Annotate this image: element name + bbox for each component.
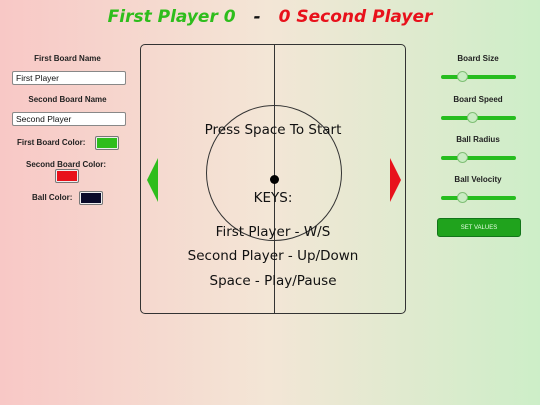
- slider-thumb[interactable]: [457, 192, 468, 203]
- key-first-player: First Player - W/S: [215, 224, 331, 240]
- second-board-name-input[interactable]: [12, 112, 126, 126]
- slider-track: [441, 156, 516, 160]
- start-prompt: Press Space To Start: [204, 122, 342, 138]
- second-player-score: 0 Second Player: [278, 7, 433, 27]
- score-separator: -: [253, 7, 261, 27]
- ball-velocity-label: Ball Velocity: [454, 175, 502, 184]
- second-board-name-label: Second Board Name: [28, 95, 107, 104]
- keys-title: KEYS:: [253, 190, 293, 206]
- key-second-player: Second Player - Up/Down: [187, 248, 359, 264]
- slider-track: [441, 196, 516, 200]
- center-circle: [206, 105, 342, 241]
- slider-thumb[interactable]: [457, 152, 468, 163]
- first-board-name-input[interactable]: [12, 71, 126, 85]
- slider-thumb[interactable]: [457, 71, 468, 82]
- second-board-color-label: Second Board Color:: [25, 160, 106, 169]
- first-board-color-label: First Board Color:: [17, 138, 86, 147]
- board-speed-label: Board Speed: [453, 95, 503, 104]
- board-speed-slider[interactable]: [441, 112, 516, 123]
- ball-color-label: Ball Color:: [32, 193, 73, 202]
- ball: [270, 175, 279, 184]
- left-paddle: [147, 158, 158, 202]
- second-board-color-picker[interactable]: [55, 169, 79, 183]
- slider-track: [441, 116, 516, 120]
- score-header: First Player 0-0 Second Player: [0, 6, 540, 28]
- set-values-button[interactable]: SET VALUES: [437, 218, 521, 237]
- ball-velocity-slider[interactable]: [441, 192, 516, 203]
- key-space: Space - Play/Pause: [209, 273, 337, 289]
- slider-track: [441, 75, 516, 79]
- board-size-label: Board Size: [457, 54, 499, 63]
- first-board-color-picker[interactable]: [95, 136, 119, 150]
- second-board-color-swatch: [57, 171, 77, 181]
- board-size-slider[interactable]: [441, 71, 516, 82]
- ball-radius-label: Ball Radius: [456, 135, 500, 144]
- game-board[interactable]: Press Space To Start KEYS: First Player …: [140, 44, 406, 314]
- first-player-score: First Player 0: [107, 7, 236, 27]
- right-paddle: [390, 158, 401, 202]
- slider-thumb[interactable]: [466, 112, 478, 123]
- first-board-color-swatch: [97, 138, 117, 148]
- first-board-name-label: First Board Name: [34, 54, 101, 63]
- ball-color-picker[interactable]: [79, 191, 103, 205]
- ball-radius-slider[interactable]: [441, 152, 516, 163]
- ball-color-swatch: [81, 193, 101, 203]
